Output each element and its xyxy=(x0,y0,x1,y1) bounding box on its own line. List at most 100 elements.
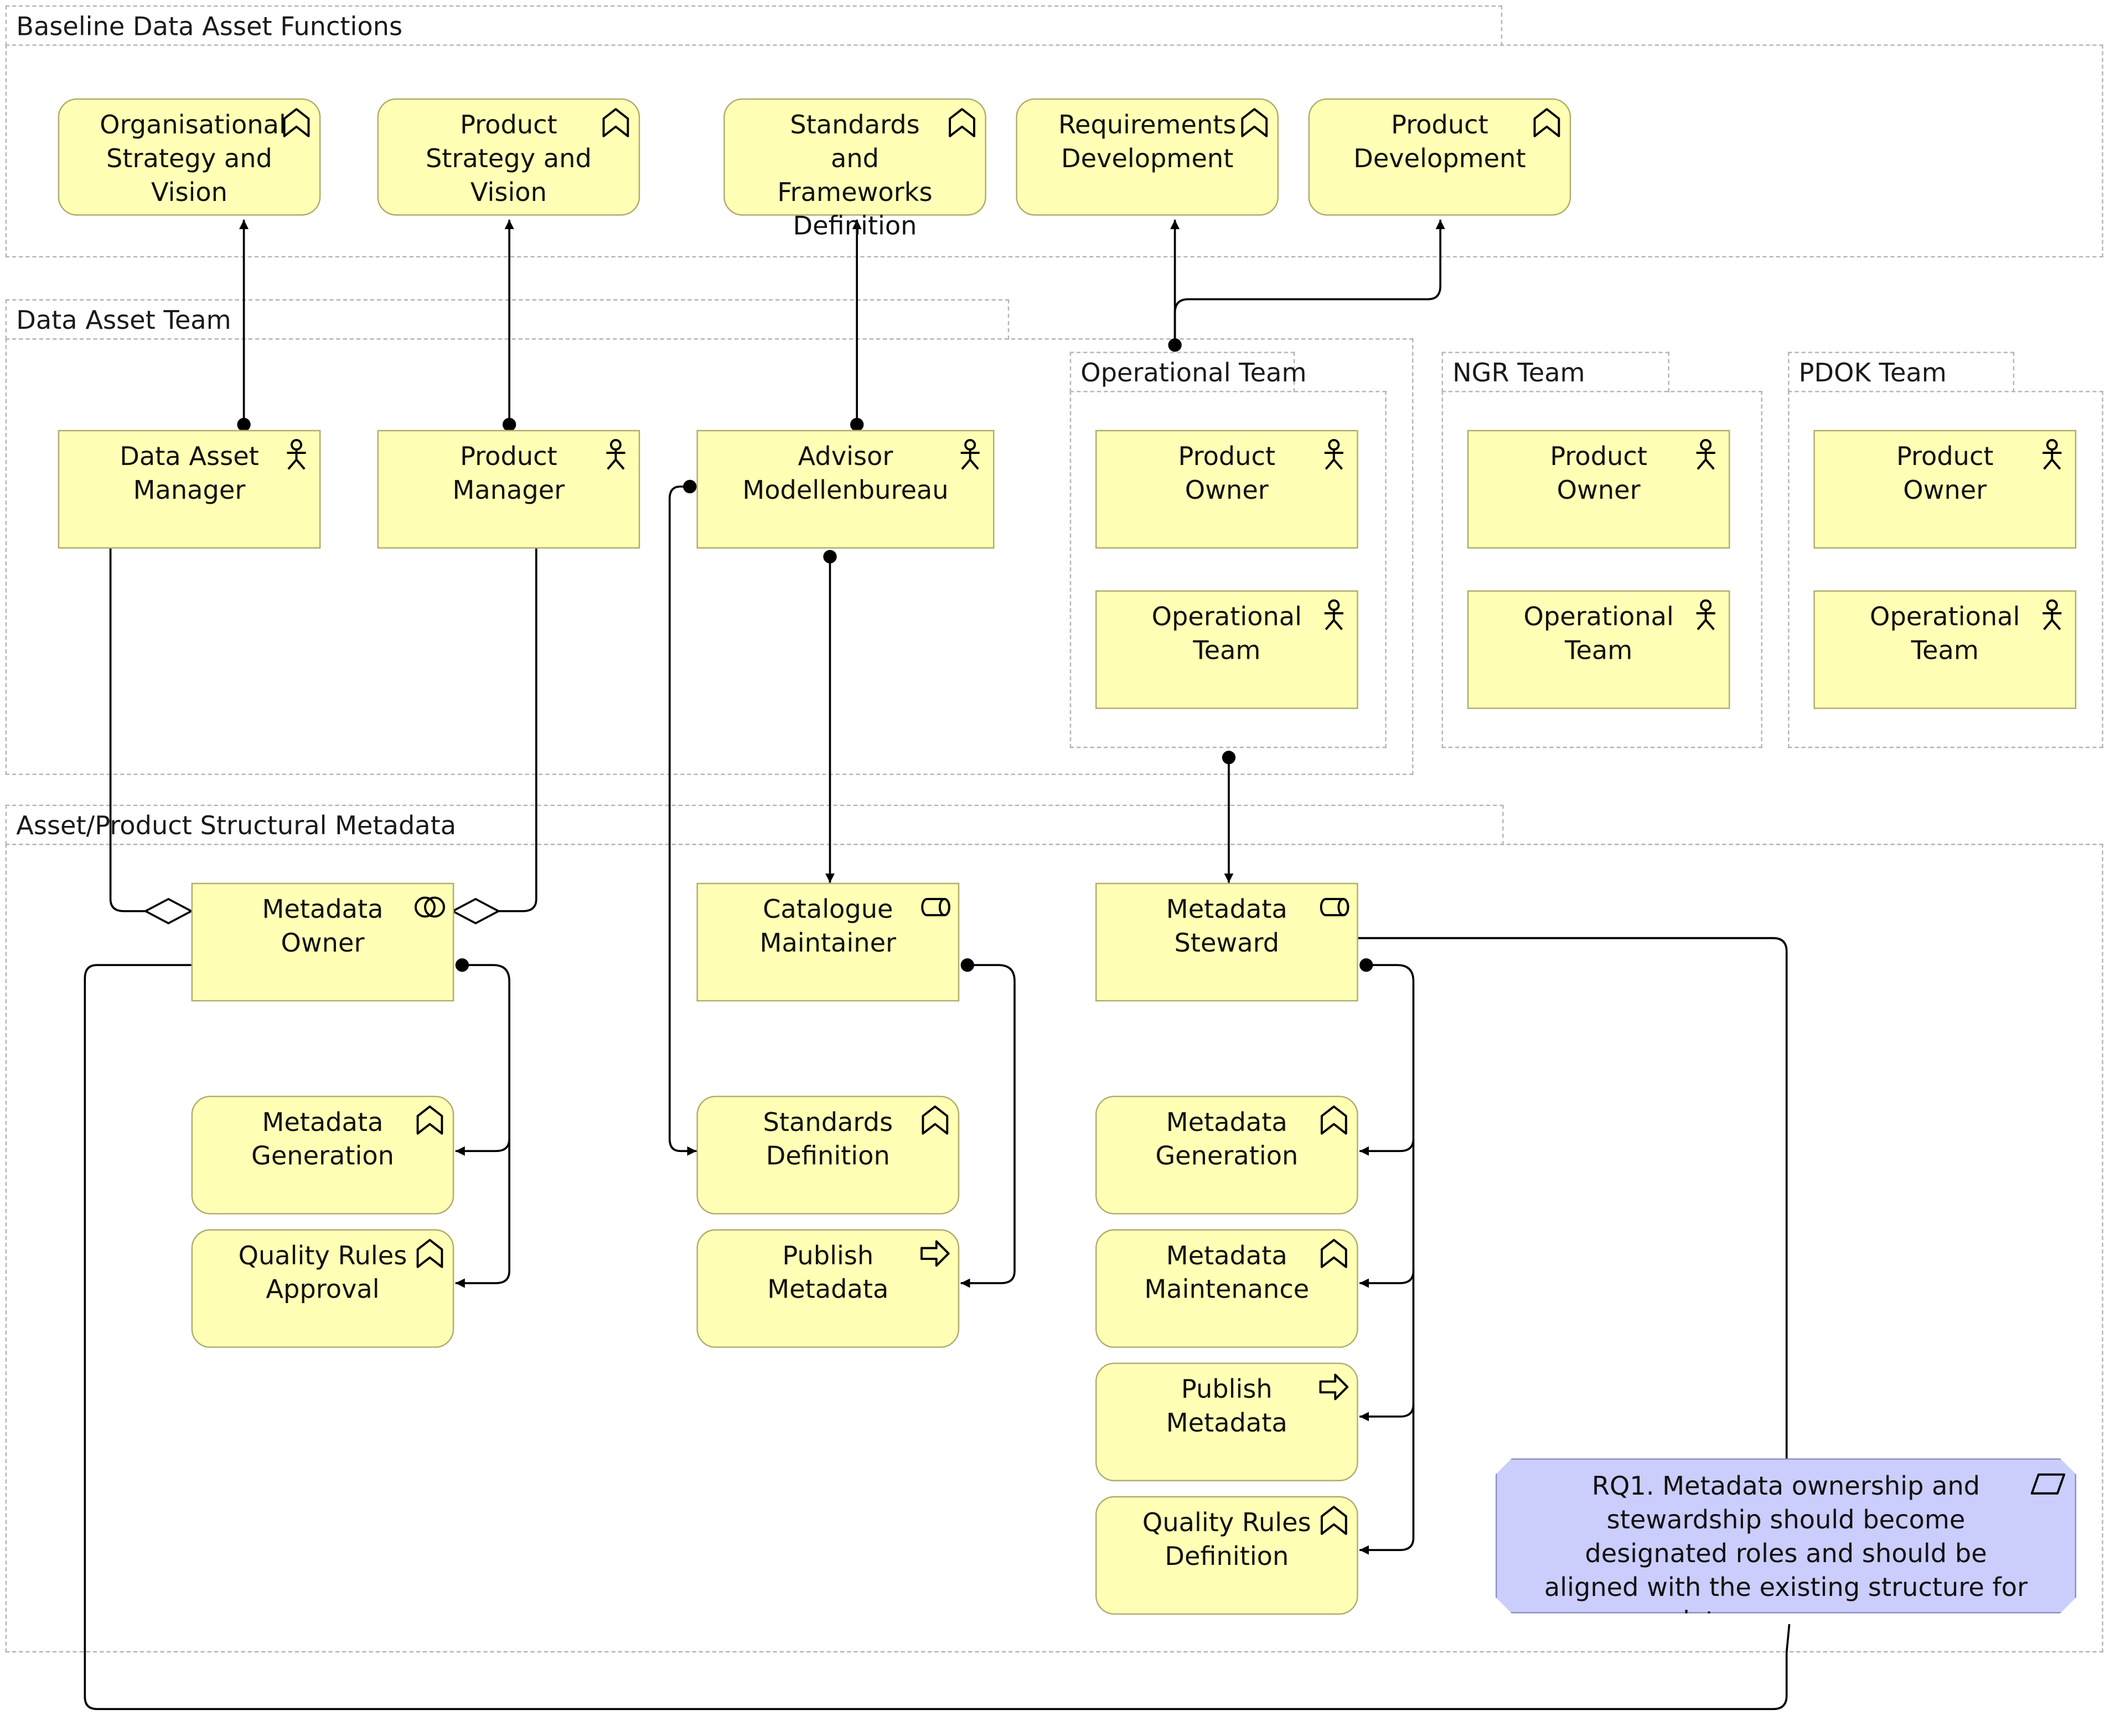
function-product-dev-label: Product Development xyxy=(1353,110,1526,174)
conn-steward-maintenance xyxy=(1359,1139,1415,1288)
group-pdok-team[interactable] xyxy=(1788,391,2103,748)
function-requirements-label: Requirements Development xyxy=(1058,110,1237,174)
actor-data-asset-manager[interactable]: Data Asset Manager xyxy=(58,430,321,549)
function-chevron-icon xyxy=(1321,1105,1347,1135)
function-requirements[interactable]: Requirements Development xyxy=(1016,98,1279,216)
group-ngr-team-title: NGR Team xyxy=(1441,352,1669,392)
role-metadata-steward-label: Metadata Steward xyxy=(1166,895,1287,959)
dot-opteam-top xyxy=(1168,338,1182,352)
dot-dam xyxy=(237,417,251,432)
event-steward-publish-metadata[interactable]: Publish Metadata xyxy=(1095,1362,1358,1481)
function-standards-definition-label: Standards Definition xyxy=(763,1108,893,1171)
actor-product-manager-label: Product Manager xyxy=(452,442,565,506)
function-chevron-icon xyxy=(602,108,629,137)
role-catalogue-maintainer-label: Catalogue Maintainer xyxy=(759,895,897,959)
actor-advisor-label: Advisor Modellenbureau xyxy=(742,442,949,506)
role-cylinder-icon xyxy=(1320,898,1349,917)
actor-stick-figure-icon xyxy=(2042,439,2062,470)
requirement-note-rq1[interactable]: RQ1. Metadata ownership and stewardship … xyxy=(1496,1458,2076,1613)
function-chevron-icon xyxy=(922,1105,949,1135)
actor-stick-figure-icon xyxy=(606,439,625,470)
role-metadata-owner[interactable]: Metadata Owner xyxy=(191,882,454,1002)
function-quality-rules-definition[interactable]: Quality Rules Definition xyxy=(1095,1496,1358,1615)
conn-opteam-product-dev xyxy=(1173,219,1445,345)
function-standards-definition[interactable]: Standards Definition xyxy=(696,1096,960,1215)
dot-advisor-bottom xyxy=(823,550,837,564)
actor-pdok-product-owner[interactable]: Product Owner xyxy=(1813,430,2077,549)
actor-ngr-product-owner-label: Product Owner xyxy=(1550,442,1647,506)
event-catalogue-publish-metadata-label: Publish Metadata xyxy=(767,1241,889,1305)
conn-steward-quality xyxy=(1359,1404,1415,1555)
function-product-strategy[interactable]: Product Strategy and Vision xyxy=(377,98,640,216)
requirement-parallelogram-icon xyxy=(2029,1470,2067,1497)
role-catalogue-maintainer[interactable]: Catalogue Maintainer xyxy=(696,882,960,1002)
function-steward-metadata-generation-label: Metadata Generation xyxy=(1155,1108,1299,1171)
actor-op-operational-team-label: Operational Team xyxy=(1151,602,1302,666)
dot-catalogue xyxy=(960,958,974,972)
dot-owner xyxy=(455,958,469,972)
function-chevron-icon xyxy=(1321,1506,1347,1535)
function-steward-metadata-generation[interactable]: Metadata Generation xyxy=(1095,1096,1358,1215)
group-operational-team-title: Operational Team xyxy=(1069,352,1307,392)
actor-data-asset-manager-label: Data Asset Manager xyxy=(120,442,259,506)
actor-stick-figure-icon xyxy=(1696,439,1715,470)
function-chevron-icon xyxy=(283,108,310,137)
dot-opteam-bottom xyxy=(1222,751,1236,764)
actor-stick-figure-icon xyxy=(287,439,306,470)
group-baseline-title: Baseline Data Asset Functions xyxy=(5,5,1503,46)
function-owner-metadata-generation[interactable]: Metadata Generation xyxy=(191,1096,454,1215)
conn-dam-metadata-owner xyxy=(109,548,146,912)
event-catalogue-publish-metadata[interactable]: Publish Metadata xyxy=(696,1229,960,1348)
function-chevron-icon xyxy=(1533,108,1560,137)
actor-pdok-product-owner-label: Product Owner xyxy=(1896,442,1994,506)
actor-op-operational-team[interactable]: Operational Team xyxy=(1095,590,1358,709)
actor-ngr-operational-team-label: Operational Team xyxy=(1523,602,1674,666)
actor-product-manager[interactable]: Product Manager xyxy=(377,430,640,549)
function-org-strategy-label: Organisational Strategy and Vision xyxy=(100,110,286,208)
function-standards-frameworks-label: Standards and Frameworks Definition xyxy=(777,110,933,241)
function-quality-rules-definition-label: Quality Rules Definition xyxy=(1142,1508,1311,1572)
actor-ngr-operational-team[interactable]: Operational Team xyxy=(1467,590,1730,709)
event-steward-publish-metadata-label: Publish Metadata xyxy=(1166,1375,1287,1438)
aggregation-diamond-right xyxy=(450,897,501,924)
function-product-strategy-label: Product Strategy and Vision xyxy=(425,110,592,208)
function-chevron-icon xyxy=(416,1239,443,1268)
conn-steward-publish xyxy=(1359,1271,1415,1422)
actor-ngr-product-owner[interactable]: Product Owner xyxy=(1467,430,1730,549)
actor-stick-figure-icon xyxy=(1324,439,1343,470)
function-owner-metadata-generation-label: Metadata Generation xyxy=(251,1108,395,1171)
actor-advisor-modellenbureau[interactable]: Advisor Modellenbureau xyxy=(696,430,995,549)
actor-op-product-owner[interactable]: Product Owner xyxy=(1095,430,1358,549)
collaboration-circles-icon xyxy=(415,896,446,918)
group-data-asset-team[interactable] xyxy=(5,338,1414,776)
dot-advisor-left xyxy=(683,479,697,494)
group-ngr-team[interactable] xyxy=(1441,391,1762,748)
group-operational-team[interactable] xyxy=(1069,391,1387,748)
function-quality-rules-approval[interactable]: Quality Rules Approval xyxy=(191,1229,454,1348)
function-product-dev[interactable]: Product Development xyxy=(1308,98,1571,216)
role-metadata-owner-label: Metadata Owner xyxy=(262,895,384,959)
conn-catalogue-publish xyxy=(960,964,1016,1288)
role-metadata-steward[interactable]: Metadata Steward xyxy=(1095,882,1358,1002)
function-metadata-maintenance-label: Metadata Maintenance xyxy=(1144,1241,1310,1305)
group-baseline[interactable] xyxy=(5,44,2103,258)
actor-op-product-owner-label: Product Owner xyxy=(1178,442,1276,506)
group-metadata-title: Asset/Product Structural Metadata xyxy=(5,804,1504,845)
group-data-asset-team-title: Data Asset Team xyxy=(5,299,1010,340)
function-metadata-maintenance[interactable]: Metadata Maintenance xyxy=(1095,1229,1358,1348)
actor-stick-figure-icon xyxy=(1696,599,1715,631)
conn-steward-note xyxy=(1358,937,1788,1459)
function-chevron-icon xyxy=(416,1105,443,1135)
group-metadata[interactable] xyxy=(5,844,2103,1653)
function-chevron-icon xyxy=(1241,108,1268,137)
function-standards-frameworks[interactable]: Standards and Frameworks Definition xyxy=(723,98,986,241)
actor-pdok-operational-team-label: Operational Team xyxy=(1870,602,2020,666)
requirement-note-text: RQ1. Metadata ownership and stewardship … xyxy=(1544,1471,2028,1636)
conn-steward-generation xyxy=(1359,964,1415,1156)
conn-advisor-standards-def xyxy=(668,485,697,1156)
dot-advisor-top xyxy=(850,417,864,432)
dot-steward xyxy=(1359,958,1373,972)
actor-pdok-operational-team[interactable]: Operational Team xyxy=(1813,590,2077,709)
function-org-strategy[interactable]: Organisational Strategy and Vision xyxy=(58,98,321,216)
